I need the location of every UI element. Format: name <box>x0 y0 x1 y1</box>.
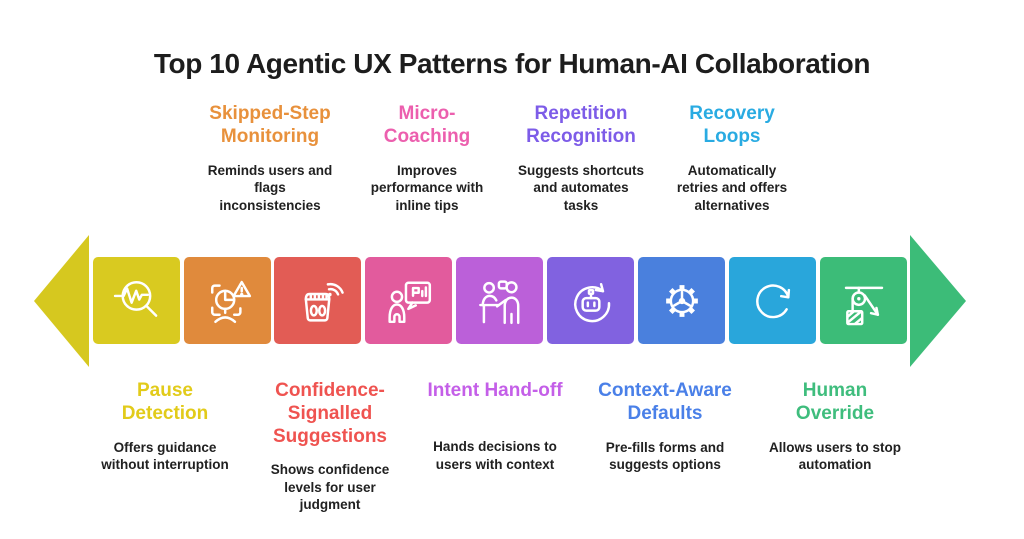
step-warning-icon <box>210 280 251 323</box>
robot-loop-icon <box>573 282 610 322</box>
pattern-name: Intent Hand-off <box>427 380 563 401</box>
pattern-name: Human Override <box>795 380 875 424</box>
pattern-intent-hand-off: Intent Hand-off Hands decisions to users… <box>406 380 584 473</box>
coaching-bubble-icon <box>387 281 431 323</box>
pattern-repetition-recognition: Repetition Recognition Suggests shortcut… <box>496 103 666 214</box>
pattern-description: Suggests shortcuts and automates tasks <box>517 162 645 213</box>
smart-scale-signal-icon <box>304 282 344 322</box>
pulse-magnifier-icon <box>113 280 157 317</box>
pattern-skipped-step-monitoring: Skipped-Step Monitoring Reminds users an… <box>185 103 355 214</box>
step-square-micro-coaching <box>365 257 452 344</box>
pattern-pause-detection: Pause Detection Offers guidance without … <box>76 380 254 474</box>
pattern-micro-coaching: Micro- Coaching Improves performance wit… <box>342 103 512 214</box>
step-square-skipped-step-monitoring <box>184 257 271 344</box>
pattern-name: Pause Detection <box>121 380 209 424</box>
pattern-name: Repetition Recognition <box>526 103 636 147</box>
step-square-confidence-signalled-suggestions <box>274 257 361 344</box>
step-square-recovery-loops <box>729 257 816 344</box>
pattern-description: Improves performance with inline tips <box>370 162 484 213</box>
pattern-description: Pre-fills forms and suggests options <box>605 439 725 473</box>
pattern-name: Context-Aware Defaults <box>598 380 732 424</box>
pattern-name: Recovery Loops <box>689 103 775 147</box>
pattern-recovery-loops: Recovery Loops Automatically retries and… <box>647 103 817 214</box>
pattern-description: Offers guidance without interruption <box>101 439 229 473</box>
pattern-description: Shows confidence levels for user judgmen… <box>270 462 390 513</box>
pattern-confidence-signalled-suggestions: Confidence- Signalled Suggestions Shows … <box>241 380 419 514</box>
pattern-name: Confidence- Signalled Suggestions <box>272 380 387 447</box>
pattern-human-override: Human Override Allows users to stop auto… <box>746 380 924 474</box>
pattern-description: Allows users to stop automation <box>768 439 902 473</box>
step-square-intent-hand-off <box>456 257 543 344</box>
step-square-repetition-recognition <box>547 257 634 344</box>
timeline-left-arrow <box>34 235 89 367</box>
handoff-people-icon <box>478 279 519 324</box>
step-square-human-override <box>820 257 907 344</box>
pattern-description: Reminds users and flags inconsistencies <box>207 162 333 213</box>
refresh-arrow-icon <box>755 283 790 318</box>
pulley-override-icon <box>844 286 883 325</box>
pattern-name: Skipped-Step Monitoring <box>209 103 331 147</box>
timeline-right-arrow <box>910 235 966 367</box>
pattern-name: Micro- Coaching <box>383 103 471 147</box>
page-title: Top 10 Agentic UX Patterns for Human-AI … <box>153 47 871 79</box>
step-square-context-aware-defaults <box>638 257 725 344</box>
step-square-pause-detection <box>93 257 180 344</box>
pattern-description: Hands decisions to users with context <box>433 439 557 472</box>
gear-icon <box>665 284 698 317</box>
pattern-description: Automatically retries and offers alterna… <box>676 162 788 213</box>
pattern-context-aware-defaults: Context-Aware Defaults Pre-fills forms a… <box>576 380 754 474</box>
